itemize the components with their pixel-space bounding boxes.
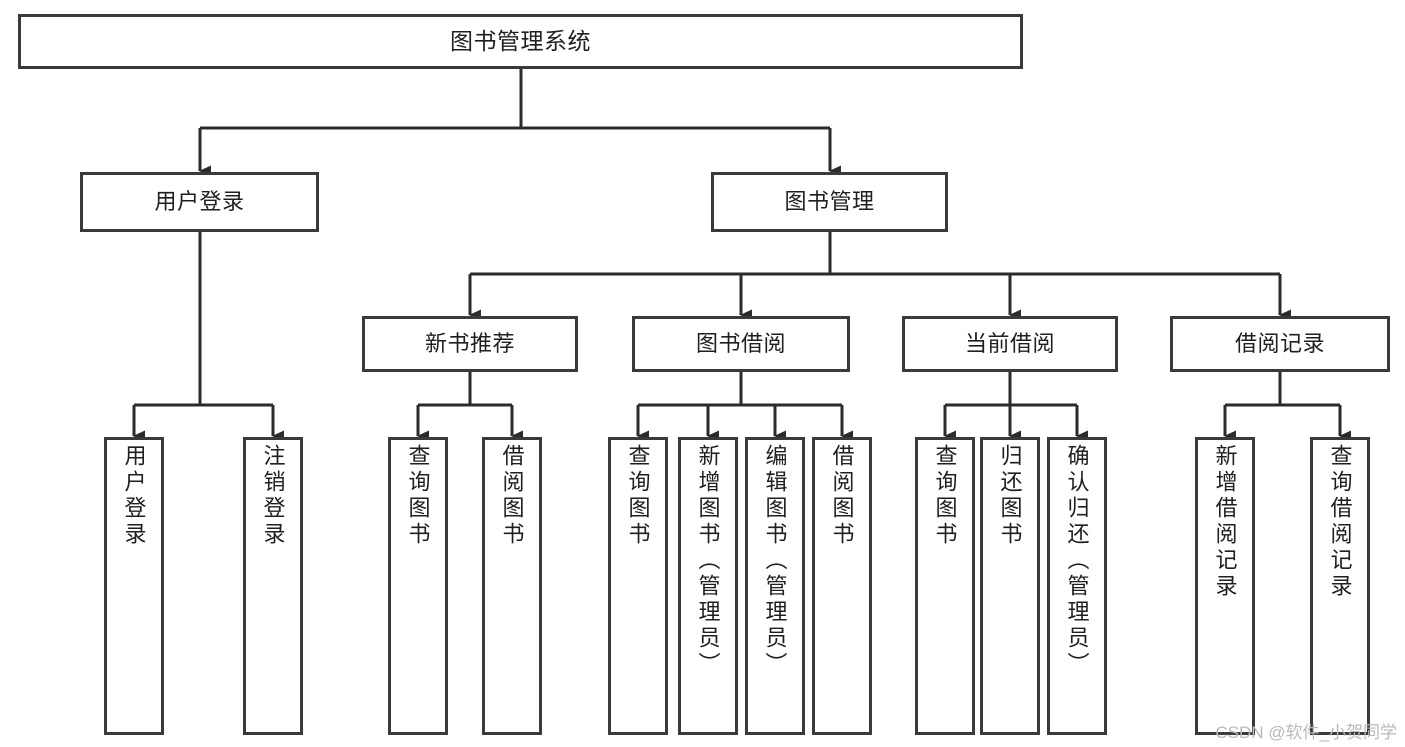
node-label: 新增借阅记录 — [1212, 444, 1238, 600]
edges-group — [132, 69, 1351, 442]
node-borrow-record[interactable]: 借阅记录 — [1170, 316, 1390, 372]
node-leaf-borrow-book-1[interactable]: 借阅图书 — [482, 437, 542, 735]
node-leaf-return-book[interactable]: 归还图书 — [980, 437, 1040, 735]
node-label: 编辑图书（管理员） — [762, 444, 788, 678]
node-label: 新增图书（管理员） — [695, 444, 721, 678]
node-leaf-user-login[interactable]: 用户登录 — [104, 437, 164, 735]
node-leaf-borrow-book-2[interactable]: 借阅图书 — [812, 437, 872, 735]
node-label: 用户登录 — [121, 444, 147, 548]
node-leaf-add-book[interactable]: 新增图书（管理员） — [678, 437, 738, 735]
node-label: 确认归还（管理员） — [1064, 444, 1090, 678]
node-root[interactable]: 图书管理系统 — [18, 14, 1023, 69]
node-book-manage[interactable]: 图书管理 — [711, 172, 948, 232]
node-leaf-query-book-2[interactable]: 查询图书 — [608, 437, 668, 735]
node-label: 借阅图书 — [829, 444, 855, 548]
node-leaf-query-record[interactable]: 查询借阅记录 — [1310, 437, 1370, 735]
node-label: 注销登录 — [260, 444, 286, 548]
watermark-text: CSDN @软件_小贺同学 — [1215, 723, 1397, 742]
node-new-book-rec[interactable]: 新书推荐 — [362, 316, 578, 372]
node-label: 归还图书 — [997, 444, 1023, 548]
node-leaf-query-book-3[interactable]: 查询图书 — [915, 437, 975, 735]
node-label: 图书借阅 — [695, 331, 786, 357]
node-label: 查询图书 — [625, 444, 651, 548]
node-label: 图书管理 — [784, 189, 875, 215]
node-leaf-confirm-return[interactable]: 确认归还（管理员） — [1047, 437, 1107, 735]
node-label: 图书管理系统 — [450, 28, 591, 55]
node-leaf-add-record[interactable]: 新增借阅记录 — [1195, 437, 1255, 735]
node-label: 当前借阅 — [964, 331, 1055, 357]
node-current-borrow[interactable]: 当前借阅 — [902, 316, 1118, 372]
node-user-login[interactable]: 用户登录 — [80, 172, 319, 232]
node-label: 用户登录 — [154, 189, 245, 215]
node-leaf-edit-book[interactable]: 编辑图书（管理员） — [745, 437, 805, 735]
node-book-borrow[interactable]: 图书借阅 — [632, 316, 850, 372]
node-label: 新书推荐 — [424, 331, 515, 357]
node-label: 借阅图书 — [499, 444, 525, 548]
node-leaf-logout[interactable]: 注销登录 — [243, 437, 303, 735]
node-label: 查询图书 — [405, 444, 431, 548]
node-label: 借阅记录 — [1234, 331, 1325, 357]
node-label: 查询图书 — [932, 444, 958, 548]
node-leaf-query-book-1[interactable]: 查询图书 — [388, 437, 448, 735]
node-label: 查询借阅记录 — [1327, 444, 1353, 600]
